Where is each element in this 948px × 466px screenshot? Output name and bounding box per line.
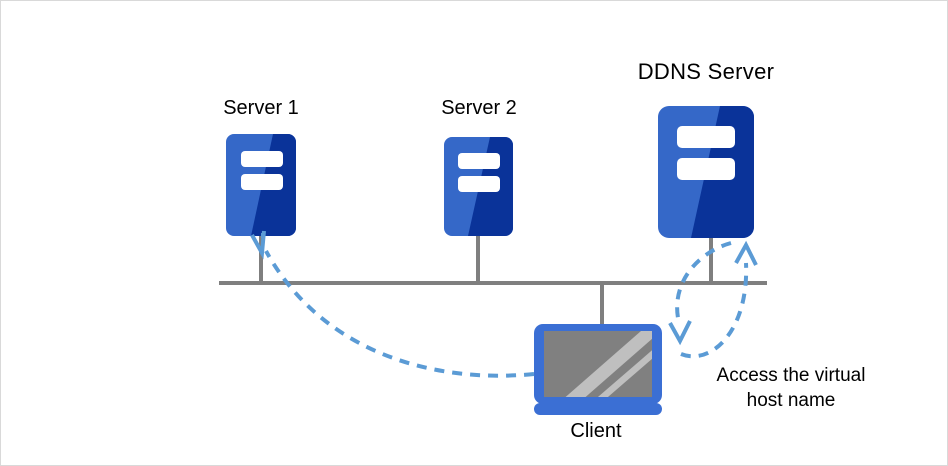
server-bar-bottom bbox=[241, 174, 283, 190]
server-bar-bottom bbox=[458, 176, 500, 192]
laptop-base bbox=[534, 403, 662, 415]
server-icon bbox=[226, 134, 296, 236]
server-icon bbox=[658, 106, 754, 238]
server-icon bbox=[444, 137, 513, 236]
server-bar-top bbox=[241, 151, 283, 167]
ddns-reply-arrow bbox=[680, 240, 758, 359]
access-virtual-host-name-note: Access the virtual host name bbox=[691, 364, 891, 413]
server-bar-top bbox=[677, 126, 735, 148]
server-bar-bottom bbox=[677, 158, 735, 180]
client-to-server1-arrow bbox=[250, 230, 535, 378]
client-label: Client bbox=[570, 420, 622, 442]
server-bar-top bbox=[458, 153, 500, 169]
ddns-server-label: DDNS Server bbox=[637, 59, 775, 84]
server1-label: Server 1 bbox=[223, 97, 299, 119]
access-note-line-2: host name bbox=[746, 389, 836, 411]
access-note-line-1: Access the virtual bbox=[716, 365, 866, 386]
arrowhead-up bbox=[250, 230, 266, 260]
arrowhead-up bbox=[734, 240, 758, 266]
laptop-screen-glare bbox=[565, 331, 652, 397]
laptop-icon bbox=[534, 324, 662, 415]
arrowhead-down bbox=[668, 320, 692, 346]
ddns-query-arrow bbox=[668, 241, 732, 346]
server2-label: Server 2 bbox=[441, 97, 517, 119]
